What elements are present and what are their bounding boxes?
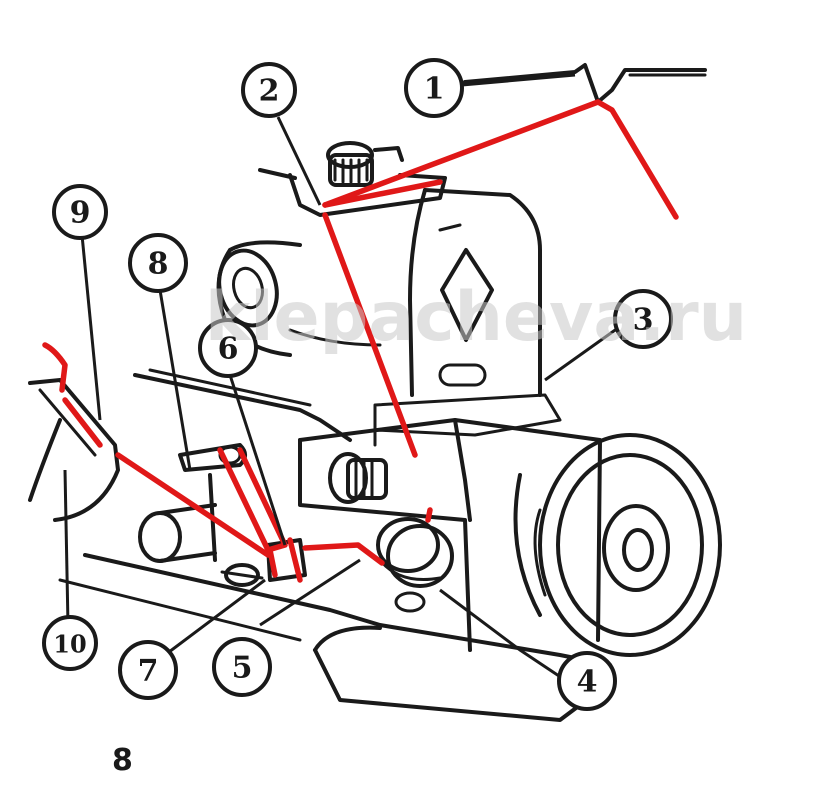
leader-2 [276, 116, 322, 206]
thread-segment-guide-to-tension [322, 99, 601, 208]
callout-4-label: 4 [577, 665, 598, 700]
callout-3: 3 [613, 289, 673, 349]
thread-segment-tension-bar [322, 179, 443, 208]
callout-2-label: 2 [259, 74, 280, 109]
callout-10-label: 10 [53, 630, 86, 659]
callout-8: 8 [128, 233, 188, 293]
callout-4: 4 [557, 651, 617, 711]
thread-segment-end [42, 342, 68, 393]
callout-9: 9 [52, 184, 108, 240]
leader-4 [439, 588, 566, 682]
watermark: klepacheva.ru [205, 278, 747, 357]
thread-segment-eyelet-7 [267, 537, 303, 583]
leader-1 [461, 73, 576, 87]
callouts: 1 2 3 4 5 6 7 8 [42, 58, 673, 711]
leader-3 [544, 326, 619, 382]
callout-1-label: 1 [424, 72, 445, 107]
callout-1: 1 [404, 58, 464, 118]
thread-segment-eyelet-6 [217, 447, 288, 553]
callout-6: 6 [198, 318, 258, 378]
callout-8-label: 8 [148, 247, 169, 282]
callout-7-label: 7 [138, 654, 159, 689]
leader-7 [164, 578, 266, 657]
callout-5-label: 5 [232, 651, 253, 686]
thread-segment-downward [322, 212, 418, 458]
callout-6-label: 6 [218, 332, 239, 367]
callout-2: 2 [241, 62, 297, 118]
thread-segment-guide-4 [425, 507, 433, 523]
leader-8 [158, 289, 192, 471]
callout-9-label: 9 [70, 196, 91, 231]
leader-9 [80, 234, 102, 421]
thread-segment-guard [62, 397, 103, 448]
callout-7: 7 [118, 640, 178, 700]
page-number: 8 [112, 743, 133, 778]
callout-10: 10 [42, 615, 98, 671]
machine-drawing [28, 63, 722, 722]
thread-path [42, 99, 679, 583]
leader-lines [63, 73, 619, 682]
leader-10 [63, 469, 70, 626]
callout-3-label: 3 [633, 303, 654, 338]
thread-segment-looper [115, 452, 271, 558]
thread-segment-spool [595, 99, 679, 220]
thread-segment-knob-5 [302, 542, 385, 566]
callout-5: 5 [212, 637, 272, 697]
leader-6 [228, 374, 287, 546]
leader-5 [259, 558, 361, 627]
